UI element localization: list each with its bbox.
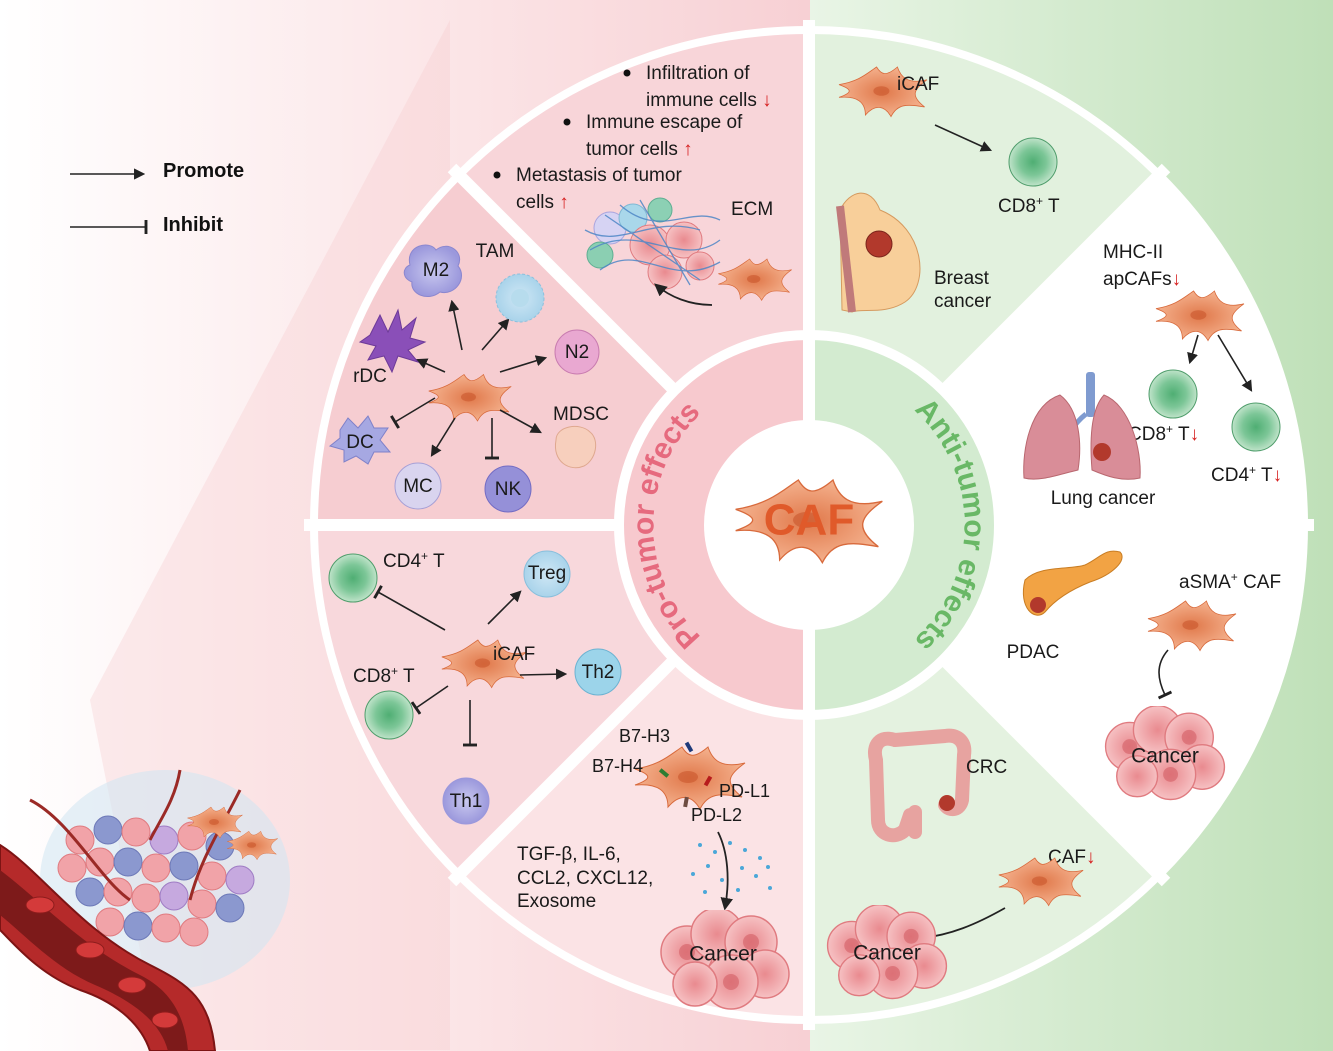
pancreas-icon bbox=[1023, 550, 1123, 616]
bullet-infiltration-line2: immune cells ↓ bbox=[646, 90, 772, 111]
ecm-arrow bbox=[654, 283, 713, 306]
th1-label: Th1 bbox=[450, 791, 483, 812]
breast-icaf-label: iCAF bbox=[897, 74, 939, 95]
dc-label: DC bbox=[346, 432, 373, 453]
ecm-matrix-icon bbox=[584, 197, 721, 290]
lung-section: MHC-II apCAFs↓ CD8+ T↓ CD4+ T↓ Lung canc… bbox=[1023, 242, 1282, 509]
tcell-icaf-label: iCAF bbox=[493, 644, 535, 665]
tcell-cd8-label: CD8+ T bbox=[353, 664, 415, 687]
legend-promote: Promote bbox=[163, 160, 244, 182]
n2-label: N2 bbox=[565, 342, 589, 363]
factors-line3: Exosome bbox=[517, 891, 596, 912]
asma-label: aSMA+ CAF bbox=[1179, 570, 1281, 593]
th2-cell-icon bbox=[574, 648, 622, 696]
crc-cancer-label: Cancer bbox=[853, 942, 921, 965]
checkpoint-cancer-label: Cancer bbox=[689, 943, 757, 966]
factors-line2: CCL2, CXCL12, bbox=[517, 868, 653, 889]
mc-label: MC bbox=[403, 476, 433, 497]
bullet-immune-escape-line2: tumor cells ↑ bbox=[586, 139, 693, 160]
bullet-infiltration-line1: Infiltration of bbox=[646, 63, 750, 84]
bullet-metastasis-line1: Metastasis of tumor bbox=[516, 165, 682, 186]
crc-section: CRC CAF↓ Cancer bbox=[826, 728, 1096, 1000]
pdac-label: PDAC bbox=[1007, 642, 1060, 663]
crc-label: CRC bbox=[966, 757, 1007, 778]
rdc-label: rDC bbox=[353, 366, 387, 387]
tcell-section: iCAF CD4+ T Treg Th2 CD8+ T Th1 bbox=[328, 549, 622, 825]
ecm-label: ECM bbox=[731, 199, 773, 220]
mdsc-cell-icon bbox=[554, 425, 597, 469]
bullet-metastasis-line2: cells ↑ bbox=[516, 192, 569, 213]
crc-caf-label: CAF↓ bbox=[1048, 847, 1096, 868]
b7h4-label: B7-H4 bbox=[592, 756, 643, 776]
th1-cell-icon bbox=[442, 777, 490, 825]
mc-mast-cell-icon bbox=[394, 462, 442, 510]
breast-section: iCAF CD8+ T Breast cancer bbox=[836, 66, 1060, 313]
dc-dendritic-icon bbox=[328, 415, 392, 465]
breast-icon bbox=[836, 192, 921, 313]
th2-label: Th2 bbox=[582, 662, 615, 683]
lung-cd4t-icon bbox=[1231, 402, 1281, 452]
cd8t-cell-icon bbox=[364, 690, 414, 740]
legend: Promote Inhibit bbox=[70, 160, 244, 236]
pdac-cancer-label: Cancer bbox=[1131, 745, 1199, 768]
bullet-immune-escape-line1: Immune escape of bbox=[586, 112, 743, 133]
mdsc-label: MDSC bbox=[553, 404, 609, 425]
tumor-vessel-icon bbox=[0, 769, 290, 1051]
nk-cell-icon bbox=[484, 465, 532, 513]
pdac-section: PDAC aSMA+ CAF Cancer bbox=[1007, 550, 1281, 801]
m2-label: M2 bbox=[423, 260, 449, 281]
legend-inhibit: Inhibit bbox=[163, 214, 223, 236]
breast-tumor-label-2: cancer bbox=[934, 291, 992, 312]
treg-cell-icon bbox=[523, 550, 571, 598]
tcell-cd4-label: CD4+ T bbox=[383, 549, 445, 572]
secreted-factors-icon bbox=[691, 841, 772, 894]
nk-label: NK bbox=[495, 479, 522, 500]
cd4t-cell-icon bbox=[328, 553, 378, 603]
myeloid-section: M2 TAM N2 rDC DC MC NK MDSC bbox=[328, 241, 609, 513]
m2-macrophage-icon bbox=[403, 244, 463, 297]
pdl2-label: PD-L2 bbox=[691, 805, 742, 825]
pdl1-label: PD-L1 bbox=[719, 781, 770, 801]
mhc-label-2: apCAFs↓ bbox=[1103, 269, 1181, 290]
center-caf-title: CAF bbox=[764, 496, 854, 545]
lung-icon bbox=[1023, 372, 1141, 480]
tam-label: TAM bbox=[476, 241, 515, 262]
factors-line1: TGF-β, IL-6, bbox=[517, 844, 621, 865]
lung-cd4-label: CD4+ T↓ bbox=[1211, 463, 1282, 486]
checkpoint-section: B7-H3 B7-H4 PD-L1 PD-L2 TGF-β, IL-6, CCL… bbox=[517, 726, 790, 1010]
ecm-section: Infiltration of immune cells ↓ Immune es… bbox=[493, 63, 793, 306]
breast-cd8t-icon bbox=[1008, 137, 1058, 187]
lung-cd8t-icon bbox=[1148, 369, 1198, 419]
b7h3-label: B7-H3 bbox=[619, 726, 670, 746]
mhc-label-1: MHC-II bbox=[1103, 242, 1163, 263]
tam-cell-icon bbox=[495, 273, 545, 323]
n2-neutrophil-icon bbox=[554, 329, 600, 375]
treg-label: Treg bbox=[528, 563, 566, 584]
lung-tumor-label: Lung cancer bbox=[1051, 488, 1156, 509]
rdc-dendritic-icon bbox=[358, 308, 427, 374]
breast-tumor-label-1: Breast bbox=[934, 268, 990, 289]
lung-cd8-label: CD8+ T↓ bbox=[1128, 422, 1199, 445]
breast-cd8-label: CD8+ T bbox=[998, 194, 1060, 217]
